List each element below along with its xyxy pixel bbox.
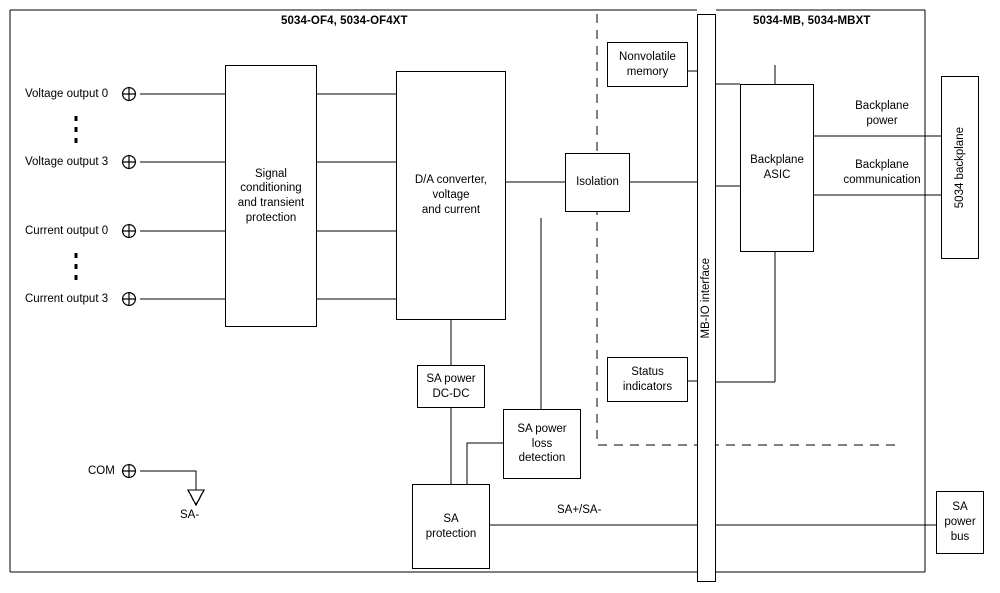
block-mb-io-interface: MB-IO interface bbox=[697, 14, 716, 582]
frame-right-module bbox=[716, 9, 926, 572]
block-isolation: Isolation bbox=[565, 153, 630, 212]
sa-minus-arrow-triangle bbox=[186, 489, 206, 507]
isolation-boundary bbox=[596, 14, 900, 446]
terminal-screw-icon-voltage-output-3[interactable] bbox=[121, 154, 137, 170]
terminal-screw-icon-current-output-3[interactable] bbox=[121, 291, 137, 307]
block-mb-io-interface-label: MB-IO interface bbox=[700, 257, 713, 339]
terminal-label-current-output-3: Current output 3 bbox=[25, 293, 109, 305]
terminal-label-voltage-output-0: Voltage output 0 bbox=[25, 88, 109, 100]
terminal-label-com: COM bbox=[88, 465, 115, 477]
wire-com-to-sa-minus bbox=[140, 470, 197, 490]
frame-left-module bbox=[9, 9, 925, 573]
terminal-screw-icon-com[interactable] bbox=[121, 463, 137, 479]
block-5034-backplane: 5034 backplane bbox=[941, 76, 979, 259]
title-right-module: 5034-MB, 5034-MBXT bbox=[753, 15, 871, 27]
terminal-label-current-output-0: Current output 0 bbox=[25, 225, 109, 237]
wire-saloss-saprot bbox=[466, 442, 503, 484]
block-5034-backplane-label: 5034 backplane bbox=[953, 126, 966, 209]
terminal-label-voltage-output-3: Voltage output 3 bbox=[25, 156, 109, 168]
wire-label-sa-minus: SA- bbox=[180, 509, 200, 521]
terminal-screw-icon-voltage-output-0[interactable] bbox=[121, 86, 137, 102]
wire-label-sa-plus-minus: SA+/SA- bbox=[557, 504, 602, 516]
terminal-screw-icon-current-output-0[interactable] bbox=[121, 223, 137, 239]
title-left-module: 5034-OF4, 5034-OF4XT bbox=[281, 15, 408, 27]
